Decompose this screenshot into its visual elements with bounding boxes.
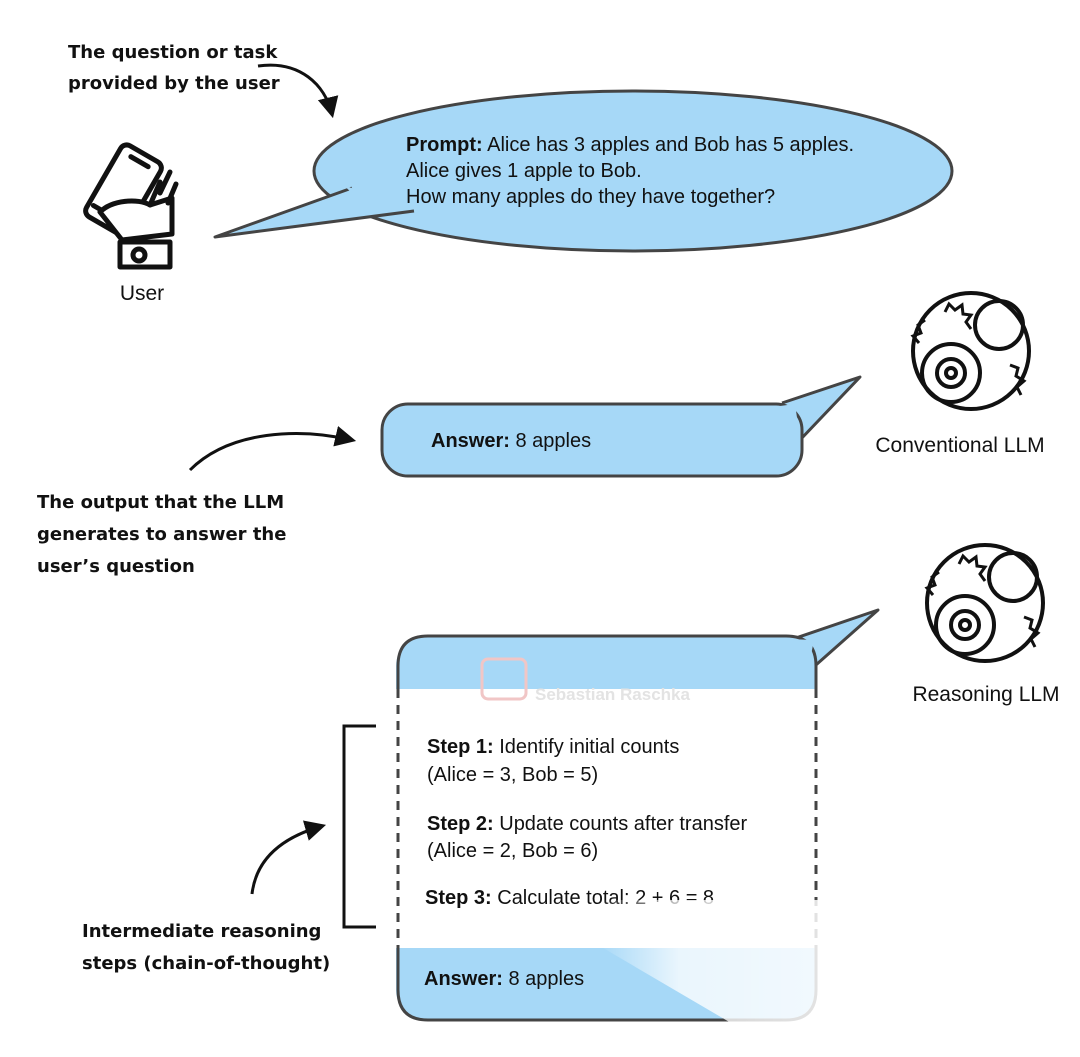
reasoning-llm-icon bbox=[924, 543, 1045, 663]
prompt-line-3: How many apples do they have together? bbox=[406, 186, 775, 208]
annotation-intermediate: Intermediate reasoning steps (chain-of-t… bbox=[82, 820, 330, 974]
step-1-detail: (Alice = 3, Bob = 5) bbox=[427, 764, 598, 786]
step-2: Step 2: Update counts after transfer bbox=[427, 813, 747, 835]
step-1: Step 1: Identify initial counts bbox=[427, 736, 679, 758]
watermark-logo-icon bbox=[480, 657, 528, 701]
annotation-question-arrow bbox=[257, 63, 339, 119]
annotation-output-line-3: user’s question bbox=[37, 556, 195, 577]
annotation-llm-output: The output that the LLM generates to ans… bbox=[37, 425, 357, 577]
conventional-llm-icon bbox=[910, 291, 1031, 411]
reasoning-answer: Answer: 8 apples bbox=[424, 968, 584, 990]
reasoning-steps-bracket bbox=[342, 724, 376, 929]
prompt-line-2: Alice gives 1 apple to Bob. bbox=[406, 160, 642, 182]
conventional-llm-label: Conventional LLM bbox=[875, 434, 1044, 457]
step-3-prefix: Step 3: bbox=[425, 887, 492, 909]
annotation-user-question: The question or task provided by the use… bbox=[68, 42, 339, 119]
conventional-answer-prefix: Answer: bbox=[431, 430, 510, 452]
watermark: Sebastian Raschka bbox=[480, 657, 691, 704]
step-2-prefix: Step 2: bbox=[427, 813, 494, 835]
prompt-prefix: Prompt: bbox=[406, 134, 483, 156]
annotation-question-line-1: The question or task bbox=[68, 42, 278, 63]
user-phone-icon bbox=[83, 142, 179, 270]
step-1-text: Identify initial counts bbox=[494, 736, 680, 758]
annotation-output-line-1: The output that the LLM bbox=[37, 492, 284, 513]
reasoning-answer-text: 8 apples bbox=[503, 968, 584, 990]
glare-overlay bbox=[598, 900, 830, 1040]
annotation-intermediate-line-1: Intermediate reasoning bbox=[82, 921, 321, 942]
reasoning-answer-prefix: Answer: bbox=[424, 968, 503, 990]
conventional-answer-bubble bbox=[380, 375, 862, 478]
reasoning-llm-label: Reasoning LLM bbox=[912, 683, 1059, 706]
conventional-answer-text: 8 apples bbox=[510, 430, 591, 452]
annotation-intermediate-line-2: steps (chain-of-thought) bbox=[82, 953, 330, 974]
annotation-output-line-2: generates to answer the bbox=[37, 524, 286, 545]
prompt-line-1-text: Alice has 3 apples and Bob has 5 apples. bbox=[483, 134, 854, 156]
step-2-detail: (Alice = 2, Bob = 6) bbox=[427, 840, 598, 862]
watermark-text: Sebastian Raschka bbox=[535, 685, 691, 704]
step-2-text: Update counts after transfer bbox=[494, 813, 748, 835]
conventional-answer: Answer: 8 apples bbox=[431, 430, 591, 452]
prompt-bubble bbox=[213, 89, 954, 253]
step-1-prefix: Step 1: bbox=[427, 736, 494, 758]
prompt-line-1: Prompt: Alice has 3 apples and Bob has 5… bbox=[406, 134, 854, 156]
annotation-question-line-2: provided by the user bbox=[68, 73, 280, 94]
annotation-output-arrow bbox=[188, 425, 357, 472]
user-label: User bbox=[120, 282, 164, 305]
annotation-intermediate-arrow bbox=[250, 820, 327, 895]
